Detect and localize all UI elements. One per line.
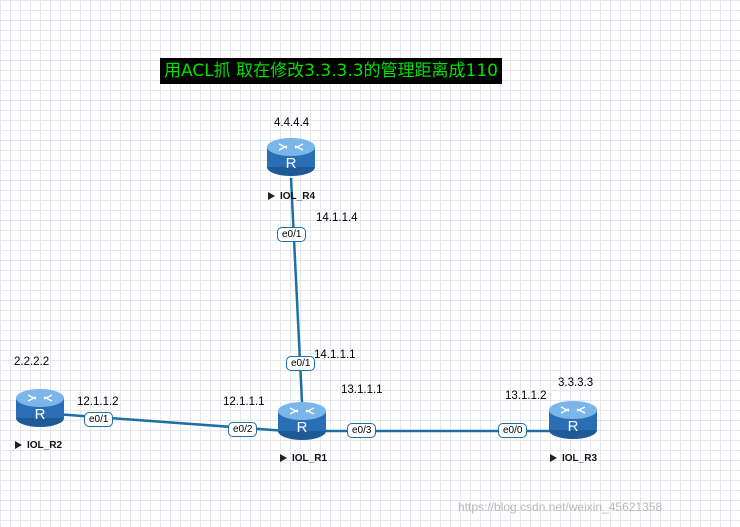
r2-loopback-label: 2.2.2.2 <box>14 356 50 368</box>
instruction-banner: 用ACL抓 取在修改3.3.3.3的管理距离成110 <box>160 58 502 84</box>
r4-e01-interface[interactable]: e0/1 <box>277 227 307 242</box>
router-r4-glyph: R <box>286 155 297 172</box>
router-r2-glyph: R <box>35 406 46 423</box>
play-icon <box>15 441 22 449</box>
play-icon <box>268 192 275 200</box>
r1-e02-ip: 12.1.1.1 <box>223 396 265 408</box>
r1-e03-interface[interactable]: e0/3 <box>347 423 377 438</box>
router-r1-name-text: IOL_R1 <box>292 453 328 464</box>
r2-e01-ip: 12.1.1.2 <box>77 396 119 408</box>
router-r3-name-text: IOL_R3 <box>562 453 598 464</box>
router-r1-name[interactable]: IOL_R1 <box>280 453 327 465</box>
r3-loopback-label: 3.3.3.3 <box>558 377 594 389</box>
router-r4-name[interactable]: IOL_R4 <box>268 191 315 203</box>
link-r2-r1[interactable] <box>41 411 301 434</box>
r1-e02-interface[interactable]: e0/2 <box>228 422 258 437</box>
play-icon <box>280 454 287 462</box>
router-r3-glyph: R <box>568 418 579 435</box>
watermark: https://blog.csdn.net/weixin_45621358 <box>458 500 663 514</box>
router-r2-name[interactable]: IOL_R2 <box>15 440 62 452</box>
r1-e01-ip: 14.1.1.1 <box>314 349 356 361</box>
router-r2-icon[interactable]: R <box>15 388 65 428</box>
router-r3-icon[interactable]: R <box>548 400 598 440</box>
r3-e00-interface[interactable]: e0/0 <box>498 423 528 438</box>
r1-e01-interface[interactable]: e0/1 <box>286 356 316 371</box>
r4-loopback-label: 4.4.4.4 <box>274 117 310 129</box>
router-r1-glyph: R <box>297 419 308 436</box>
r3-e00-ip: 13.1.1.2 <box>505 390 547 402</box>
router-r3-name[interactable]: IOL_R3 <box>550 453 597 465</box>
router-r1-icon[interactable]: R <box>277 401 327 441</box>
r1-e03-ip: 13.1.1.1 <box>341 384 383 396</box>
router-r4-icon[interactable]: R <box>266 137 316 177</box>
r4-e01-ip: 14.1.1.4 <box>316 212 358 224</box>
play-icon <box>550 454 557 462</box>
router-r2-name-text: IOL_R2 <box>27 440 63 451</box>
r2-e01-interface[interactable]: e0/1 <box>84 412 114 427</box>
router-r4-name-text: IOL_R4 <box>280 191 316 202</box>
